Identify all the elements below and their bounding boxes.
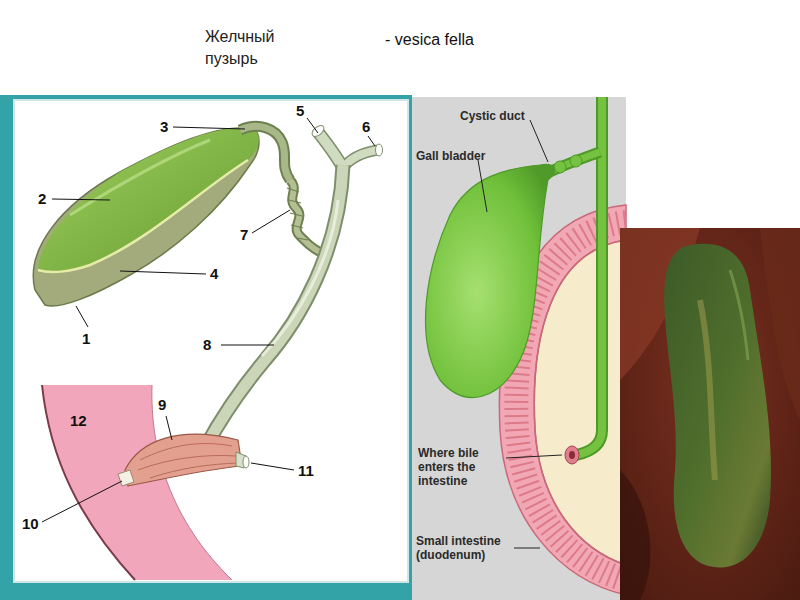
middle-leader-lines-part [478,160,487,212]
label-slot: 11 [298,462,314,480]
part-label: Where bile enters the intestine [418,446,504,488]
hepatopancreatic-ampulla [118,434,249,486]
hepatic-ducts-part [376,144,383,156]
common-bile-duct-part [262,200,338,356]
middle-gallbladder-part [426,164,555,397]
common-bile-duct-part [205,165,343,448]
bile-duct-part [569,451,575,459]
cystic-duct-spiral-part [287,188,308,240]
gallbladder-body-part [33,128,259,306]
middle-panel [412,97,626,600]
label-slot: Cystic duct [460,106,525,124]
hepatic-ducts-part [318,132,343,168]
callout-number: 3 [160,118,168,136]
middle-gallbladder-part [554,161,566,173]
bile-duct-part [565,446,579,464]
gallbladder-neck [240,126,290,180]
left-panel-part [14,100,408,582]
leader-lines [42,118,375,522]
callout-number: 11 [298,462,314,480]
label-slot: 9 [158,396,166,414]
hepatopancreatic-ampulla-part [138,444,238,478]
leader-lines-part [166,416,172,440]
label-slot: 5 [296,102,304,120]
callout-number: 9 [158,396,166,414]
hepatopancreatic-ampulla-part [118,470,134,486]
leader-lines-part [76,306,88,327]
gallbladder-neck-part [240,126,290,180]
label-slot: 6 [362,118,370,136]
hepatic-ducts [310,123,382,168]
gallbladder-body [33,128,259,306]
common-bile-duct-part [205,165,343,448]
hepatopancreatic-ampulla-part [125,434,242,486]
callout-number: 7 [240,226,248,244]
hepatopancreatic-ampulla-part [243,456,249,468]
callout-number: 5 [296,102,304,120]
photo [620,228,800,600]
label-slot: Gall bladder [416,146,485,164]
callout-number: 10 [22,515,39,533]
cystic-duct-spiral [287,180,320,252]
photo-part [730,270,748,360]
photo-part [700,300,715,480]
part-label: Gall bladder [416,149,485,163]
middle-leader-lines [478,120,562,548]
title-slot: Желчный пузырь [205,26,297,70]
leader-lines-part [221,345,274,346]
callout-number: 8 [203,336,211,354]
duodenum-wall-part [534,240,626,565]
label-slot: 8 [203,336,211,354]
leader-lines-part [307,118,318,133]
leader-lines-part [173,127,245,129]
middle-leader-lines-part [514,548,540,549]
photo-part [620,228,800,600]
label-slot: 4 [210,265,218,283]
photo-part [620,470,650,600]
middle-panel-part [412,97,626,600]
label-slot: 2 [38,190,46,208]
label-slot: 12 [70,412,87,430]
middle-gallbladder-part [570,155,582,167]
gallbladder-body-part [38,128,259,272]
title: Желчный пузырь [205,26,297,70]
left-panel [0,95,412,600]
middle-gallbladder [426,152,600,397]
label-slot: 3 [160,118,168,136]
leader-lines-part [251,463,294,470]
label-slot: Where bile enters the intestine [418,446,504,489]
leader-lines-part [120,271,206,274]
leader-lines-part [42,481,122,522]
label-slot: 10 [22,515,39,533]
leader-lines-part [252,210,290,233]
gallbladder-body-part [38,160,248,272]
leader-lines-part [368,136,375,146]
middle-leader-lines-part [530,120,548,162]
callout-number: 6 [362,118,370,136]
photo-part [760,228,800,420]
hepatic-ducts-part [318,132,343,168]
middle-leader-lines-part [506,455,562,458]
label-slot: 7 [240,226,248,244]
part-label: Cystic duct [460,109,525,123]
label-slot: - vesica fella [385,30,474,49]
part-label: Small intestine (duodenum) [416,534,516,562]
gallbladder-body-part [70,140,210,215]
callout-number: 2 [38,190,46,208]
common-bile-duct [205,165,343,448]
duodenum-section-part [42,385,135,580]
leader-lines-part [52,199,110,200]
photo-part [664,244,771,568]
callout-number: 1 [82,330,90,348]
callout-number: 12 [70,412,87,430]
label-slot: 1 [82,330,90,348]
gallbladder-neck-part [240,126,290,180]
left-panel-part [0,95,412,600]
callout-number: 4 [210,265,218,283]
label-slot: Small intestine (duodenum) [416,534,516,563]
latin-name: - vesica fella [385,30,474,49]
